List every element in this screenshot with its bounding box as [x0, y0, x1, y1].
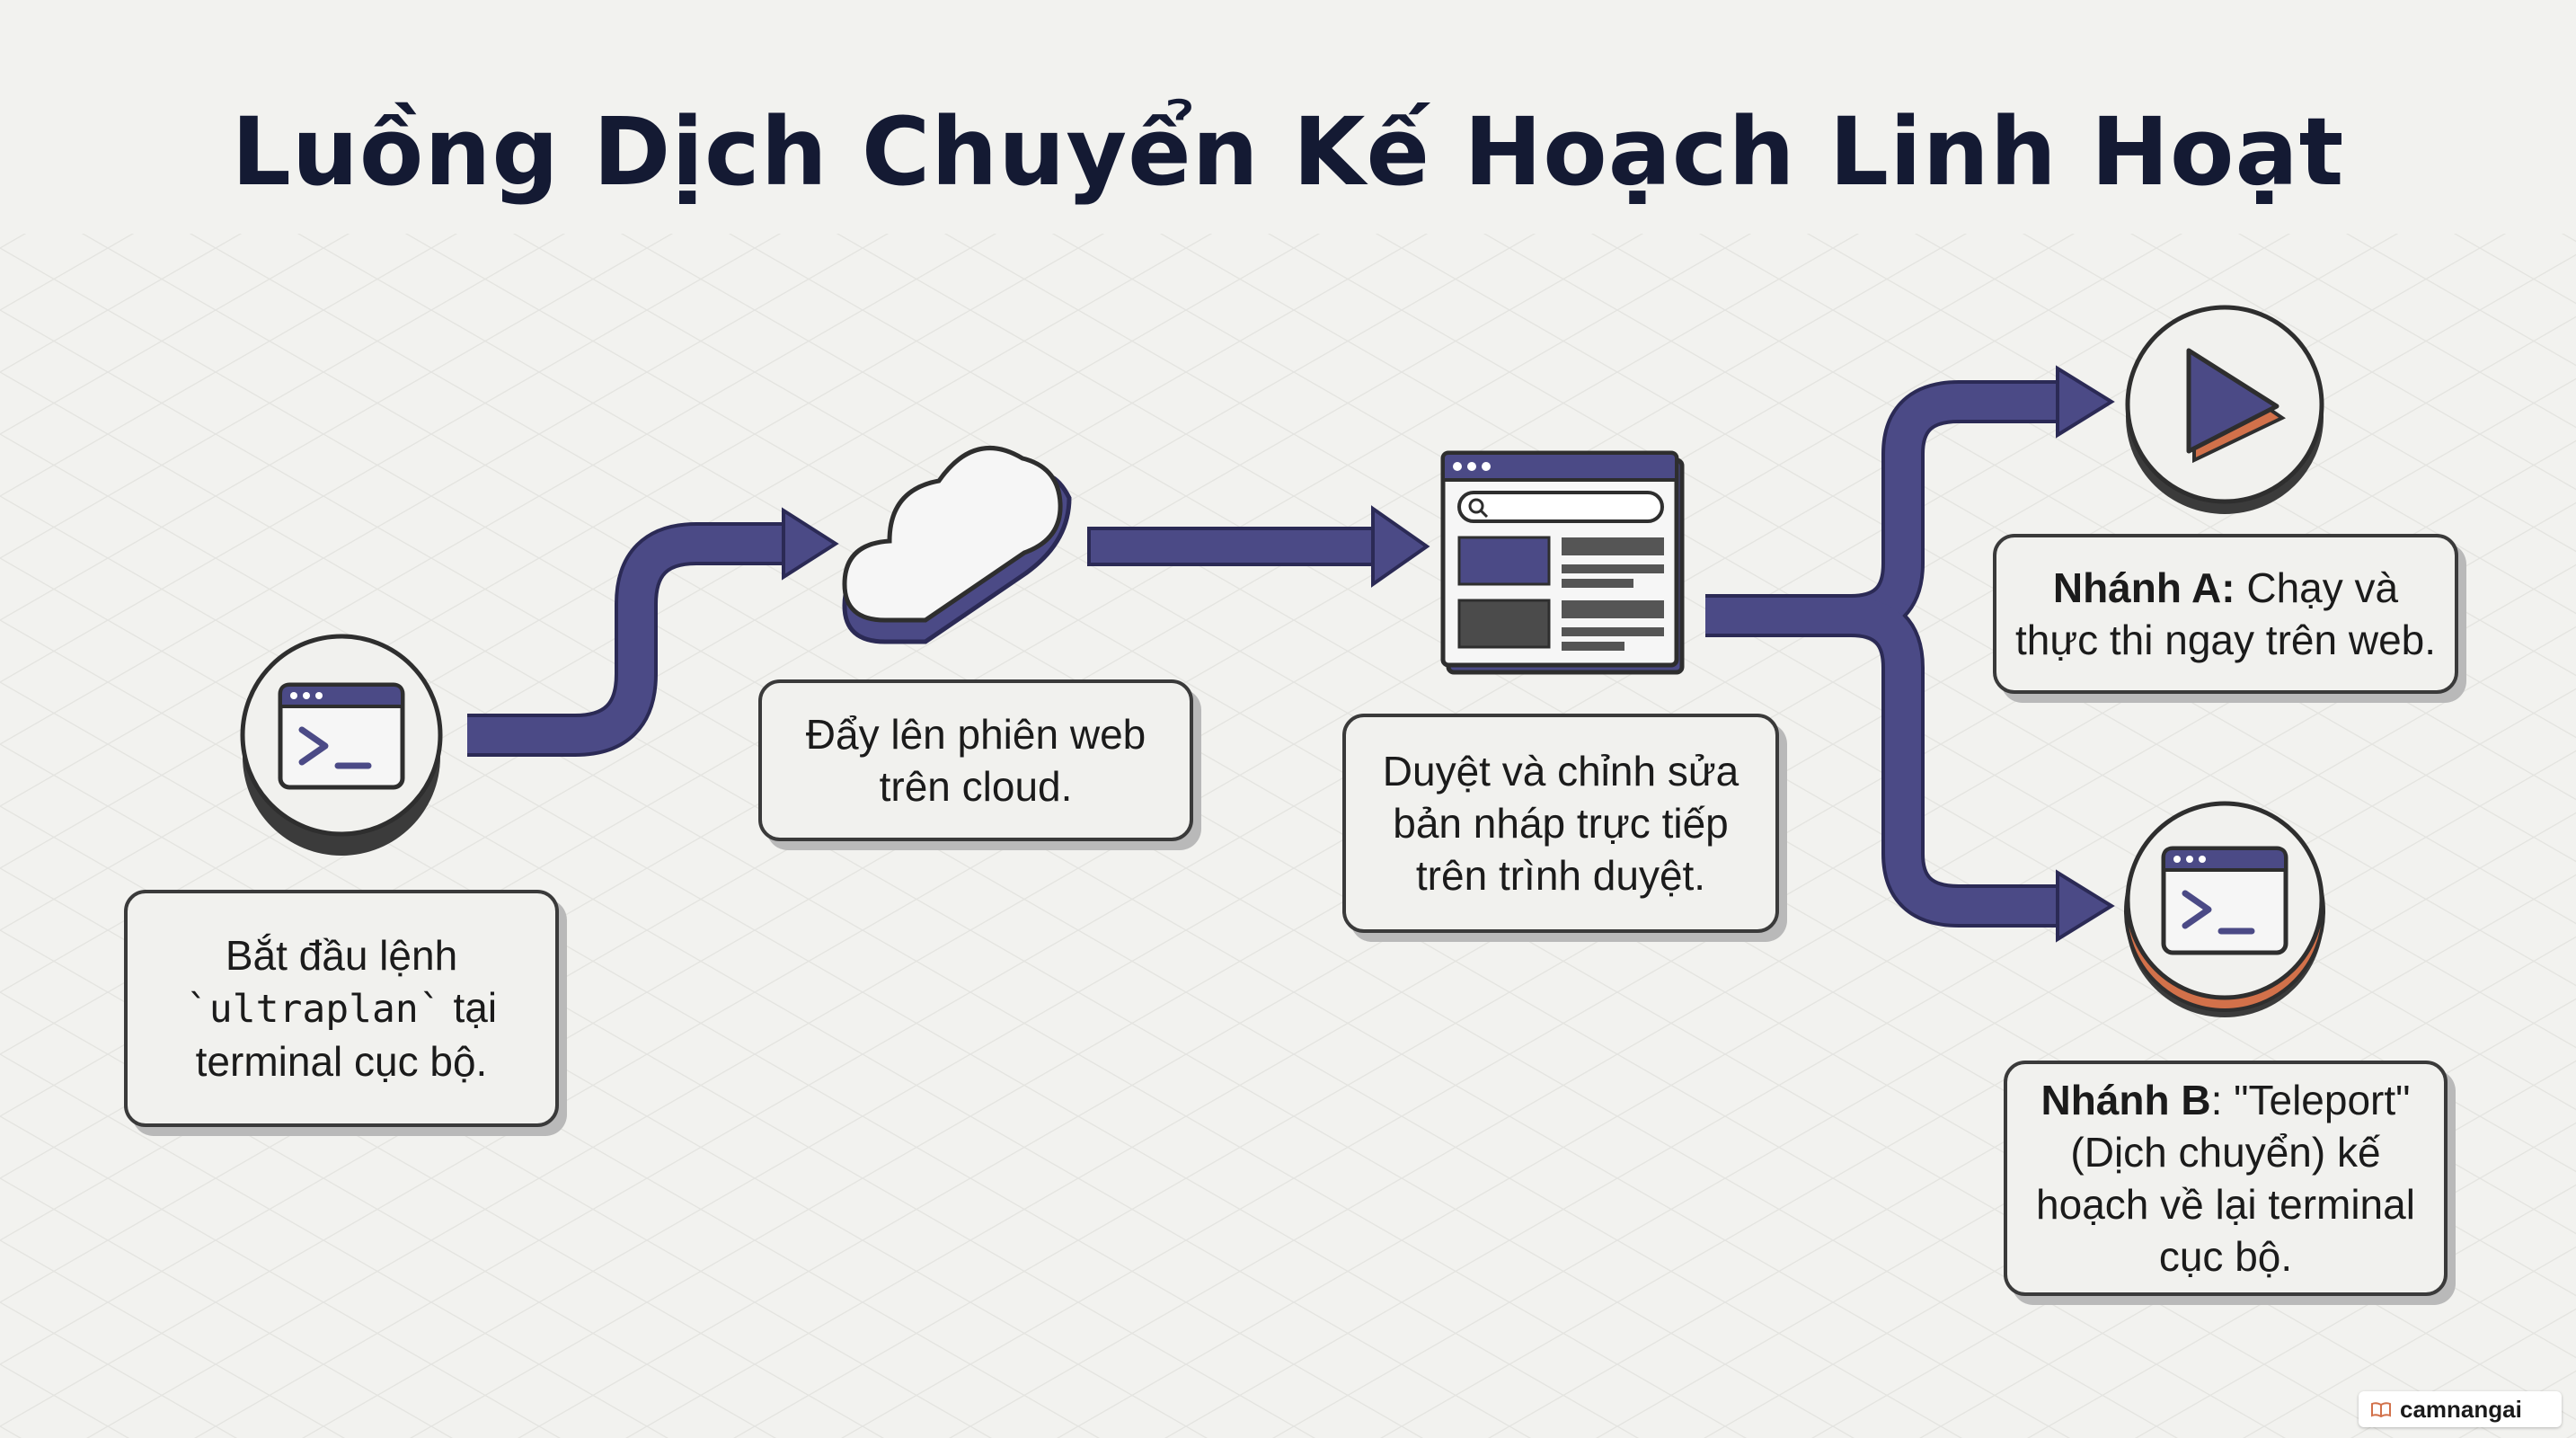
branch-b-line3: hoạch về lại terminal — [2036, 1181, 2415, 1228]
arrow-cloud-to-browser — [1087, 505, 1430, 588]
step-start-line3: terminal cục bộ. — [195, 1038, 488, 1085]
step-review-box: Duyệt và chỉnh sửa bản nháp trực tiếp tr… — [1342, 714, 1779, 933]
arrow-terminal-to-cloud — [467, 507, 839, 757]
browser-icon — [1440, 450, 1685, 675]
play-icon — [2125, 305, 2324, 514]
branch-a-line1-text: Chạy và — [2246, 564, 2399, 611]
step-review-line2: bản nháp trực tiếp — [1393, 800, 1729, 847]
branch-a-box: Nhánh A: Chạy và thực thi ngay trên web. — [1993, 534, 2458, 694]
terminal-icon — [2124, 801, 2325, 1017]
branch-a-label: Nhánh A: — [2052, 564, 2235, 611]
arrow-fork-to-branches — [1705, 365, 2115, 943]
branch-a-line2: thực thi ngay trên web. — [2014, 617, 2437, 663]
cloud-icon — [842, 446, 1072, 644]
watermark-text: camnangai — [2400, 1395, 2522, 1423]
watermark-badge: camnangai — [2359, 1391, 2562, 1427]
page-title: Luồng Dịch Chuyển Kế Hoạch Linh Hoạt — [231, 97, 2345, 207]
branch-a-line1: Nhánh A: Chạy và — [2015, 562, 2436, 614]
step-start-box: Bắt đầu lệnh `ultraplan` tại terminal cụ… — [124, 890, 559, 1127]
terminal-icon — [240, 634, 443, 856]
step-review-line1: Duyệt và chỉnh sửa — [1382, 748, 1739, 794]
branch-b-box: Nhánh B: "Teleport" (Dịch chuyển) kế hoạ… — [2004, 1061, 2448, 1296]
step-start-line1: Bắt đầu lệnh — [225, 932, 458, 979]
step-review-line3: trên trình duyệt. — [1415, 852, 1706, 899]
step-cloud-line1: Đẩy lên phiên web — [805, 711, 1146, 758]
branch-b-line4: cục bộ. — [2158, 1233, 2293, 1280]
step-cloud-line2: trên cloud. — [879, 763, 1073, 810]
step-cloud-box: Đẩy lên phiên web trên cloud. — [758, 679, 1193, 841]
branch-b-label: Nhánh B — [2040, 1077, 2211, 1123]
step-start-line2: `ultraplan` tại — [186, 981, 497, 1035]
command-code: `ultraplan` — [185, 987, 442, 1032]
branch-b-line1: Nhánh B: "Teleport" — [2036, 1074, 2415, 1126]
step-start-line2-tail: tại — [453, 984, 498, 1031]
branch-b-line1-text: : "Teleport" — [2210, 1077, 2411, 1123]
book-icon — [2371, 1402, 2391, 1417]
branch-b-line2: (Dịch chuyển) kế — [2070, 1129, 2381, 1176]
